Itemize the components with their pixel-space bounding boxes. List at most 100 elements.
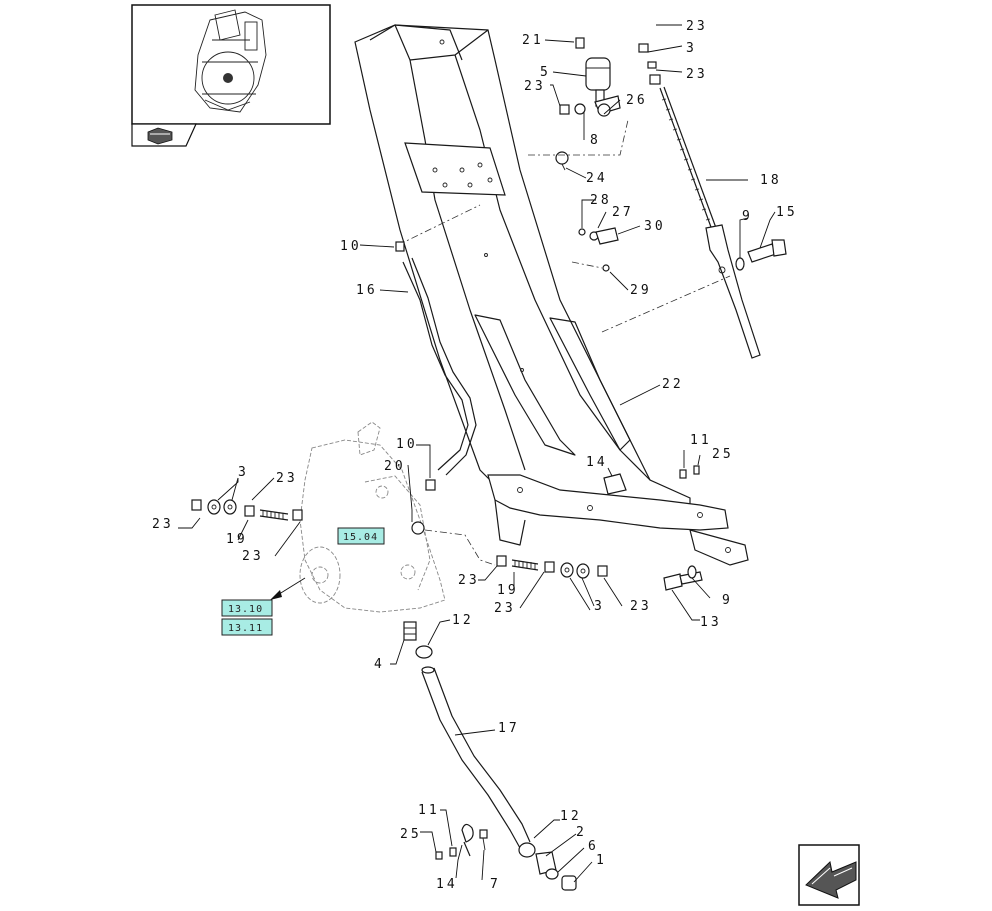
callout-1: 1 bbox=[596, 853, 607, 868]
nut-part-23-rod-top[interactable] bbox=[638, 43, 661, 85]
nut-part-23-left-2[interactable] bbox=[244, 505, 255, 517]
washer-part-9-upper[interactable] bbox=[735, 257, 745, 271]
washer-part-9-lower[interactable] bbox=[687, 565, 697, 579]
threaded-rod-part-18[interactable] bbox=[659, 86, 720, 239]
callout-27: 27 bbox=[612, 205, 634, 220]
previous-page-arrow-icon bbox=[805, 861, 857, 899]
callout-23: 23 bbox=[686, 67, 708, 82]
callout-28: 28 bbox=[590, 193, 612, 208]
callout-4: 4 bbox=[374, 657, 385, 672]
reference-13-10-text: 13.10 bbox=[228, 604, 263, 615]
pin-part-11-lower[interactable] bbox=[449, 847, 457, 857]
gearbox-assembly[interactable] bbox=[299, 421, 446, 613]
callout-17: 17 bbox=[498, 721, 520, 736]
washer-part-3-right[interactable] bbox=[560, 562, 590, 579]
stud-part-19-left[interactable] bbox=[259, 509, 289, 521]
callout-25: 25 bbox=[400, 827, 422, 842]
reference-arrow bbox=[270, 577, 306, 600]
cylinder-part-5[interactable] bbox=[585, 57, 611, 107]
callout-12: 12 bbox=[560, 809, 582, 824]
nut-part-23-left[interactable] bbox=[191, 499, 202, 511]
callout-20: 20 bbox=[384, 459, 406, 474]
callout-14: 14 bbox=[436, 877, 458, 892]
bearing-part-20[interactable] bbox=[411, 521, 425, 535]
fitting-part-21[interactable] bbox=[575, 37, 585, 49]
callout-11: 11 bbox=[690, 433, 712, 448]
nut-part-23-left-3[interactable] bbox=[292, 509, 303, 521]
callout-23: 23 bbox=[494, 601, 516, 616]
fitting-part-4[interactable] bbox=[403, 621, 417, 641]
bolt-part-7[interactable] bbox=[479, 829, 488, 851]
callout-12: 12 bbox=[452, 613, 474, 628]
callout-10: 10 bbox=[396, 437, 418, 452]
bolt-part-13[interactable] bbox=[663, 571, 703, 591]
nut-part-23-right-3[interactable] bbox=[597, 565, 608, 577]
callout-24: 24 bbox=[586, 171, 608, 186]
nut-part-23-right[interactable] bbox=[496, 555, 507, 567]
callout-21: 21 bbox=[522, 33, 544, 48]
cap-part-1[interactable] bbox=[561, 875, 577, 891]
clamp-part-10-lower[interactable] bbox=[425, 479, 436, 491]
callout-19: 19 bbox=[497, 583, 519, 598]
clamp-part-12-upper[interactable] bbox=[415, 645, 433, 659]
overview-thumbnail[interactable] bbox=[131, 4, 331, 147]
bracket-part-26[interactable] bbox=[594, 95, 621, 117]
main-frame-part-22[interactable] bbox=[354, 24, 749, 566]
clamp-part-6[interactable] bbox=[545, 868, 559, 880]
washer-part-8[interactable] bbox=[574, 103, 586, 115]
callout-23: 23 bbox=[524, 79, 546, 94]
callout-9: 9 bbox=[742, 209, 753, 224]
callout-29: 29 bbox=[630, 283, 652, 298]
callout-3: 3 bbox=[594, 599, 605, 614]
callout-6: 6 bbox=[588, 839, 599, 854]
clamp-part-12-lower[interactable] bbox=[518, 842, 536, 858]
reference-13-11[interactable]: 13.11 bbox=[221, 618, 273, 636]
leader-lines bbox=[178, 24, 776, 883]
callout-23: 23 bbox=[630, 599, 652, 614]
reference-15-04[interactable]: 15.04 bbox=[337, 527, 385, 545]
callout-23: 23 bbox=[276, 471, 298, 486]
machine-overview-thumbnail-icon bbox=[194, 9, 267, 113]
hose-part-16[interactable] bbox=[402, 257, 477, 476]
reference-15-04-text: 15.04 bbox=[343, 532, 378, 543]
callout-5: 5 bbox=[540, 65, 551, 80]
callout-13: 13 bbox=[700, 615, 722, 630]
callout-16: 16 bbox=[356, 283, 378, 298]
clamp-part-10-upper[interactable] bbox=[395, 241, 405, 252]
stud-part-19-right[interactable] bbox=[511, 559, 539, 571]
callout-10: 10 bbox=[340, 239, 362, 254]
link-bar[interactable] bbox=[705, 224, 761, 359]
callout-19: 19 bbox=[226, 532, 248, 547]
callout-14: 14 bbox=[586, 455, 608, 470]
bracket-part-14-upper[interactable] bbox=[603, 473, 627, 495]
nut-part-23-upper[interactable] bbox=[559, 104, 570, 115]
bracket-part-30[interactable] bbox=[595, 227, 619, 245]
clip-part-25-lower[interactable] bbox=[435, 851, 443, 860]
callout-3: 3 bbox=[686, 41, 697, 56]
bracket-part-14-lower[interactable] bbox=[461, 823, 474, 857]
callout-25: 25 bbox=[712, 447, 734, 462]
callout-30: 30 bbox=[644, 219, 666, 234]
washer-part-3-left[interactable] bbox=[207, 499, 237, 515]
bolt-part-15[interactable] bbox=[747, 239, 787, 263]
callout-labels: 21 5 23 8 26 24 23 3 23 18 28 27 30 29 9… bbox=[152, 19, 798, 892]
clip-part-28[interactable] bbox=[578, 228, 586, 236]
nut-part-23-right-2[interactable] bbox=[544, 561, 555, 573]
reference-13-11-text: 13.11 bbox=[228, 623, 263, 634]
clip-part-25-upper[interactable] bbox=[693, 465, 700, 475]
pin-part-11-upper[interactable] bbox=[679, 469, 687, 479]
callout-8: 8 bbox=[590, 133, 601, 148]
callout-2: 2 bbox=[576, 825, 587, 840]
hose-part-17[interactable] bbox=[421, 666, 531, 849]
callout-23: 23 bbox=[242, 549, 264, 564]
callout-23: 23 bbox=[686, 19, 708, 34]
callout-7: 7 bbox=[490, 877, 501, 892]
callout-15: 15 bbox=[776, 205, 798, 220]
reference-13-10[interactable]: 13.10 bbox=[221, 599, 273, 617]
callout-26: 26 bbox=[626, 93, 648, 108]
previous-page-button[interactable] bbox=[798, 844, 860, 906]
callout-11: 11 bbox=[418, 803, 440, 818]
callout-18: 18 bbox=[760, 173, 782, 188]
bolt-part-29[interactable] bbox=[602, 264, 610, 272]
